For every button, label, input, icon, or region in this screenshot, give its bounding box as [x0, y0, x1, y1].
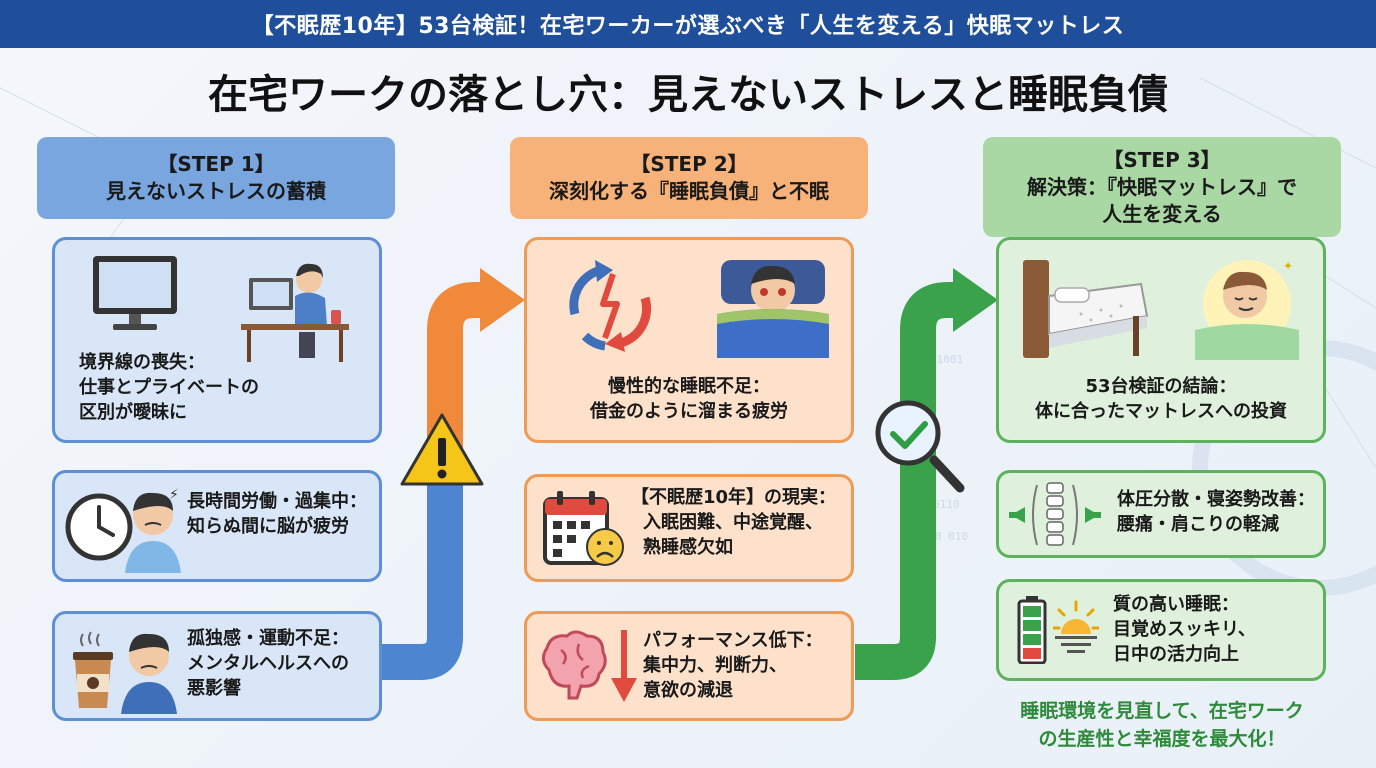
step1-card-2-text: 長時間労働・過集中： 知らぬ間に脳が疲労	[187, 491, 367, 538]
footer-message: 睡眠環境を見直して、在宅ワーク の生産性と幸福度を最大化！	[983, 698, 1341, 753]
svg-text:⚡: ⚡	[169, 487, 179, 503]
cycle-arrows-icon	[569, 260, 652, 352]
step1-label: 【STEP 1】	[157, 152, 275, 176]
step2-card-2-text: 【不眠歴10年】の現実： 入眠困難、中途覚醒、 熟睡感欠如	[631, 487, 837, 559]
svg-text:✦: ✦	[1283, 259, 1293, 273]
step3-title-line1: 解決策：『快眠マットレス』で	[1027, 174, 1297, 199]
step1-card-1: 境界線の喪失： 仕事とプライベートの 区別が曖昧に	[52, 237, 382, 443]
page-title: 在宅ワークの落とし穴：見えないストレスと睡眠負債	[208, 72, 1168, 118]
step3-header: 【STEP 3】 解決策：『快眠マットレス』で 人生を変える	[983, 137, 1341, 237]
footer-line-1: 睡眠環境を見直して、在宅ワーク	[1020, 700, 1304, 722]
warning-icon	[400, 413, 484, 486]
bed-icon	[1023, 260, 1149, 358]
battery-icon	[1017, 596, 1047, 664]
step1-card-2: ⚡ 長時間労働・過集中： 知らぬ間に脳が疲労	[52, 470, 382, 582]
top-banner: 【不眠歴10年】53台検証！在宅ワーカーが選ぶべき「人生を変える」快眠マットレス	[0, 0, 1376, 48]
coffee-cup-icon	[73, 631, 113, 708]
step3-card-2-text: 体圧分散・寝姿勢改善： 腰痛・肩こりの軽減	[1117, 489, 1315, 536]
arrow-head-step2	[480, 268, 525, 332]
arrow-step2-to-step3	[855, 282, 958, 680]
step3-card-3: 質の高い睡眠： 目覚めスッキリ、 日中の活力向上	[996, 579, 1326, 681]
sad-face-icon	[586, 528, 624, 566]
step3-card-1: ✦ 53台検証の結論： 体に合ったマットレスへの投資	[996, 237, 1326, 443]
step3-card-1-text: 53台検証の結論： 体に合ったマットレスへの投資	[1035, 376, 1287, 423]
sunrise-icon	[1053, 600, 1099, 653]
brain-icon	[542, 630, 607, 700]
sleepless-person-icon	[717, 260, 829, 358]
step1-card-3: 孤独感・運動不足： メンタルヘルスへの 悪影響	[52, 611, 382, 721]
desk-worker-icon	[241, 263, 349, 362]
magnifier-check-icon	[875, 400, 965, 493]
arrow-head-step3	[953, 268, 998, 332]
footer-line-2: の生産性と幸福度を最大化！	[1038, 727, 1286, 750]
stressed-person-icon: ⚡	[125, 487, 181, 573]
down-arrow-icon	[611, 630, 637, 702]
step2-card-3-text: パフォーマンス低下： 集中力、判断力、 意欲の減退	[643, 630, 823, 702]
step2-card-1-text: 慢性的な睡眠不足： 借金のように溜まる疲労	[590, 376, 788, 423]
step2-title: 深刻化する『睡眠負債』と不眠	[549, 179, 829, 203]
step2-header: 【STEP 2】 深刻化する『睡眠負債』と不眠	[510, 137, 868, 219]
monitor-icon	[93, 256, 177, 330]
step3-card-3-text: 質の高い睡眠： 目覚めスッキリ、 日中の活力向上	[1113, 594, 1256, 666]
clock-icon	[65, 493, 133, 561]
step2-label: 【STEP 2】	[630, 152, 748, 176]
step2-card-2: 【不眠歴10年】の現実： 入眠困難、中途覚醒、 熟睡感欠如	[524, 474, 854, 582]
step1-title: 見えないストレスの蓄積	[106, 179, 326, 203]
step2-card-1: 慢性的な睡眠不足： 借金のように溜まる疲労	[524, 237, 854, 443]
sad-person-icon	[121, 633, 177, 714]
step2-card-3: パフォーマンス低下： 集中力、判断力、 意欲の減退	[524, 611, 854, 721]
step3-title-line2: 人生を変える	[1102, 201, 1222, 226]
step3-label: 【STEP 3】	[1103, 147, 1221, 172]
step1-card-3-text: 孤独感・運動不足： メンタルヘルスへの 悪影響	[187, 628, 349, 700]
step3-card-2: 体圧分散・寝姿勢改善： 腰痛・肩こりの軽減	[996, 470, 1326, 558]
step1-header: 【STEP 1】 見えないストレスの蓄積	[37, 137, 395, 219]
step1-card-1-text: 境界線の喪失： 仕事とプライベートの 区別が曖昧に	[79, 352, 259, 424]
sleeping-person-icon: ✦	[1195, 259, 1299, 360]
spine-icon	[1009, 482, 1101, 546]
